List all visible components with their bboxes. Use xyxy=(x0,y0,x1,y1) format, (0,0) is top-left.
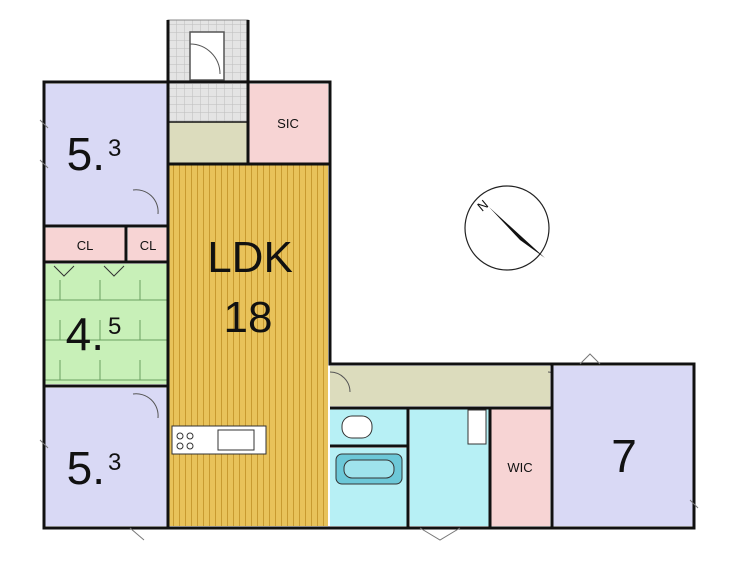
bedroom-northwest: 5. 3 xyxy=(44,84,168,226)
closet-right: CL xyxy=(128,228,168,262)
wic-label: WIC xyxy=(507,460,532,475)
walls xyxy=(42,20,696,530)
bedroom-east-size: 7 xyxy=(611,430,637,482)
ldk-size: 18 xyxy=(224,293,273,342)
tatami-room: 4. 5 xyxy=(44,264,168,384)
wic-closet: WIC xyxy=(490,408,550,526)
sic-label: SIC xyxy=(277,116,299,131)
bedroom-southwest-size-sub: 3 xyxy=(108,449,121,476)
bedroom-east: 7 xyxy=(552,366,694,526)
bedroom-southwest-size-main: 5. xyxy=(67,442,105,494)
tatami-size-main: 4. xyxy=(66,308,104,360)
sic-closet: SIC xyxy=(248,84,328,164)
bedroom-northwest-size-main: 5. xyxy=(67,128,105,180)
compass-needle xyxy=(489,207,545,258)
bedroom-northwest-size-sub: 3 xyxy=(108,135,121,162)
compass: N xyxy=(464,185,550,271)
bedroom-southwest: 5. 3 xyxy=(44,388,168,526)
ldk-name: LDK xyxy=(207,233,293,282)
toilet-room xyxy=(330,408,408,446)
bedroom-northwest-size: 5. xyxy=(67,128,105,180)
washroom xyxy=(410,408,490,526)
hallway xyxy=(329,366,569,406)
tatami-size-sub: 5 xyxy=(108,313,121,340)
compass-ring xyxy=(464,185,550,271)
ldk-room: LDK 18 xyxy=(168,164,328,526)
windows xyxy=(39,119,699,541)
entrance-porch xyxy=(167,19,249,83)
genkan xyxy=(168,84,248,164)
closet-right-label: CL xyxy=(140,238,157,253)
bathroom xyxy=(330,448,408,526)
closet-left: CL xyxy=(44,228,126,262)
closet-left-label: CL xyxy=(77,238,94,253)
